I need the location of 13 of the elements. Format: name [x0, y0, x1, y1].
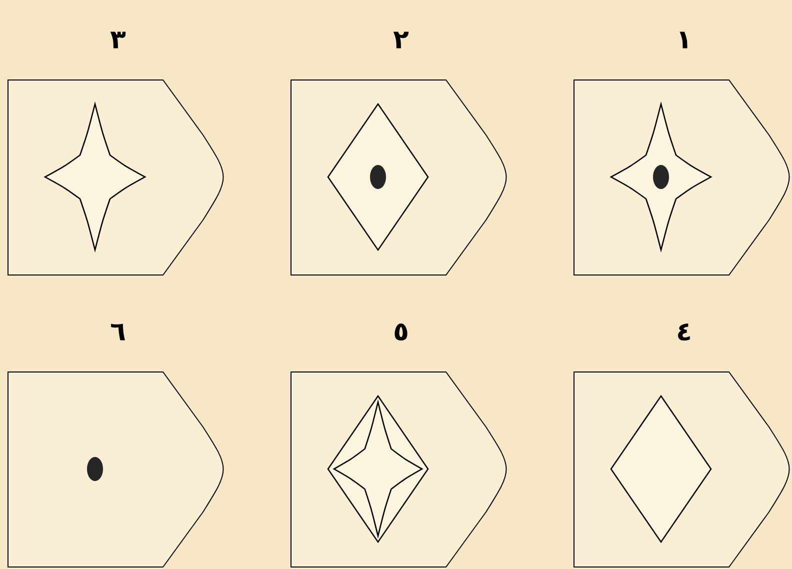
- dot: [370, 165, 386, 189]
- panel-number: ٥: [394, 324, 408, 340]
- star-shape: [333, 401, 423, 537]
- panel-number: ٢: [393, 32, 409, 48]
- dot: [653, 165, 669, 189]
- panel-number: ٤: [678, 323, 690, 340]
- star-shape: [610, 103, 712, 251]
- dot: [87, 456, 103, 481]
- panel-number: ١: [680, 32, 688, 48]
- panel-number: ٦: [111, 324, 125, 340]
- panel-number: ٣: [110, 32, 126, 48]
- star-shape: [44, 103, 146, 251]
- badge-outline: [8, 371, 224, 568]
